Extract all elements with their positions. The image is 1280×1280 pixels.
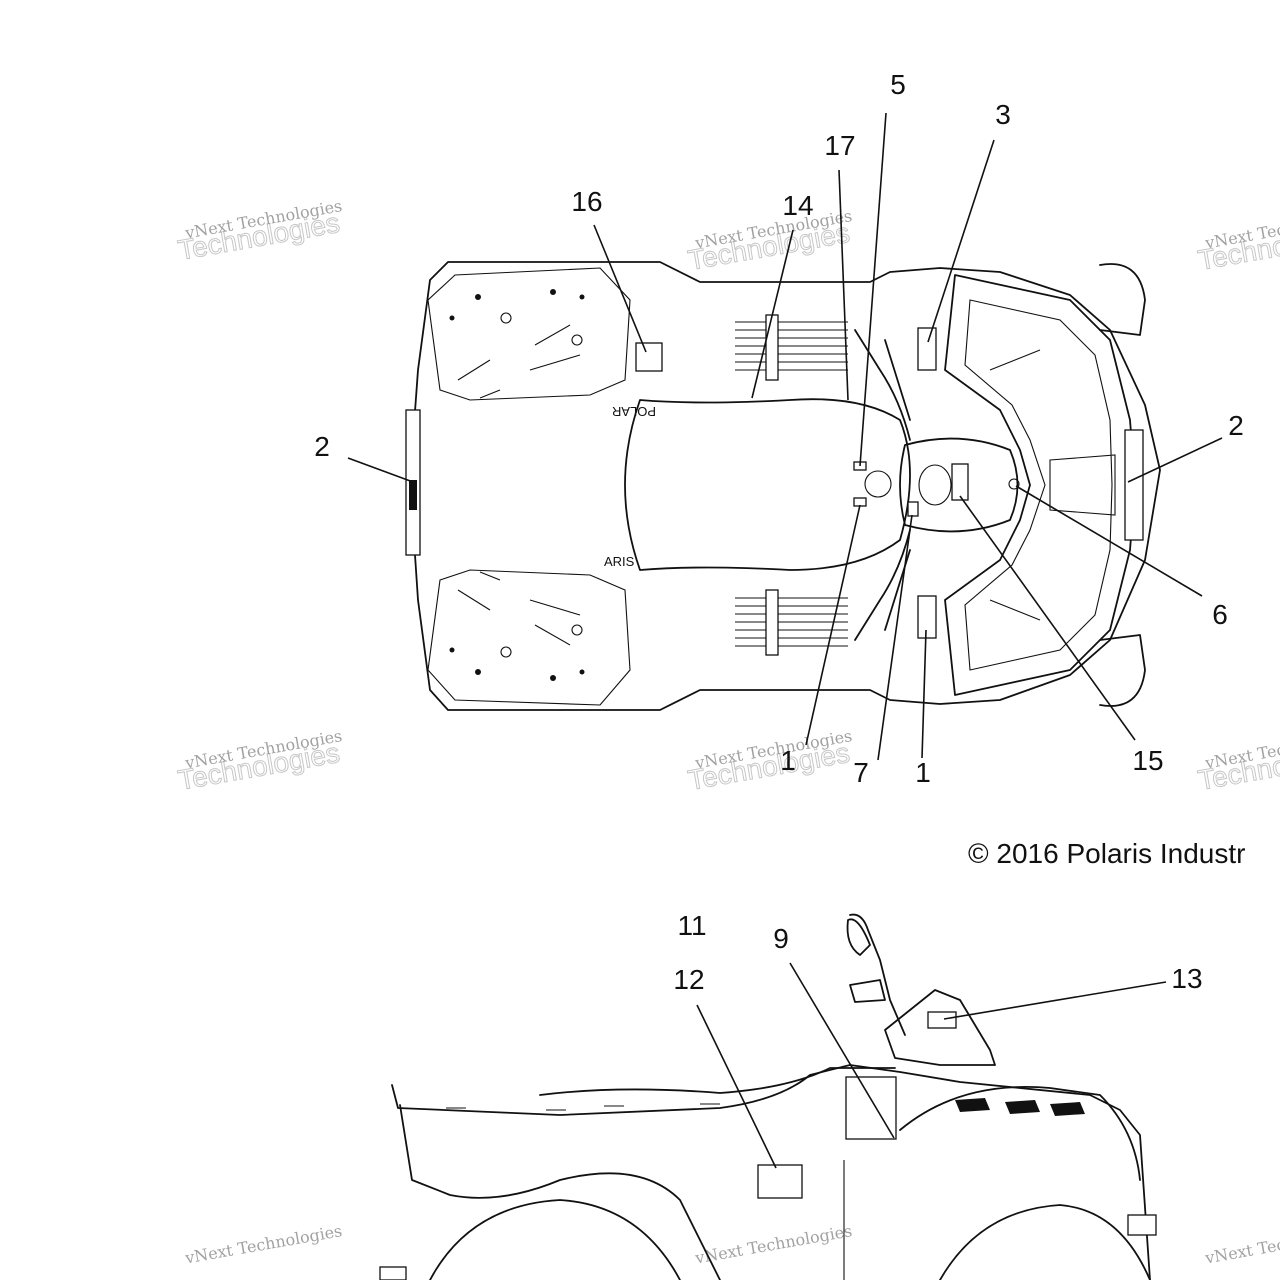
rack-tabs [446, 1103, 720, 1111]
watermark-text: vNext Technologies [693, 1221, 854, 1267]
callout-1-b: 1 [915, 757, 931, 788]
decal-6 [1008, 478, 1020, 490]
decal-1b [917, 595, 937, 639]
seat [624, 398, 911, 571]
front-rack-inner [964, 299, 1116, 671]
callout-17: 17 [824, 130, 855, 161]
callout-16: 16 [571, 186, 602, 217]
front-rack-slot [955, 1098, 990, 1112]
rear-reflector-center [409, 480, 417, 510]
tire-front-bottom [1099, 634, 1146, 707]
headlight-pod [884, 989, 996, 1066]
side-body-lower [399, 1104, 721, 1280]
atv-top-view: POLAR ARIS [405, 261, 1161, 711]
decal-16 [635, 342, 663, 372]
brand-text-top: POLAR [612, 404, 656, 419]
leader-lines [347, 112, 1223, 1169]
callout-13: 13 [1171, 963, 1202, 994]
watermark-text: vNext Technologies [1203, 1221, 1280, 1267]
footwell-bottom [735, 589, 848, 656]
front-rack-slot [1050, 1102, 1085, 1116]
decal-12 [757, 1164, 803, 1199]
rack-slots [457, 324, 581, 646]
side-light [1127, 1214, 1157, 1236]
callout-7: 7 [853, 757, 869, 788]
brake-lever [849, 979, 886, 1003]
decal-15 [951, 463, 969, 501]
side-rear-rack [391, 1064, 1151, 1280]
front-rack [944, 274, 1136, 696]
mirror [849, 913, 906, 1036]
rear-wheel-arc [429, 1199, 681, 1280]
callout-9: 9 [773, 923, 789, 954]
front-wheel-arc [939, 1204, 1151, 1280]
callout-3: 3 [995, 99, 1011, 130]
side-front-fender [899, 1086, 1141, 1181]
callout-11: 11 [677, 910, 706, 941]
decal-lower-left [379, 1266, 407, 1280]
speedometer [918, 464, 952, 506]
handlebar-top [854, 329, 911, 441]
rear-fender-outline [409, 261, 1161, 711]
callout-15: 15 [1132, 745, 1163, 776]
front-bumper [1124, 429, 1144, 541]
front-rack-slot [1005, 1100, 1040, 1114]
callout-2-left: 2 [314, 431, 330, 462]
decal-3 [917, 327, 937, 371]
handlebar-pod [899, 437, 1019, 533]
decal-1a [853, 497, 867, 507]
rear-rack [427, 267, 631, 706]
fuel-cap [864, 470, 892, 498]
footwell-top [735, 314, 848, 381]
callout-1-a: 1 [780, 745, 796, 776]
callout-5: 5 [890, 69, 906, 100]
callout-14: 14 [782, 190, 813, 221]
decal-7 [907, 501, 919, 517]
callout-6: 6 [1212, 599, 1228, 630]
callout-labels: 5 3 17 16 14 2 2 6 15 1 7 1 11 12 9 13 [314, 69, 1244, 995]
watermark-text: vNext Technologies [183, 1221, 344, 1267]
rivets [449, 289, 585, 681]
mirror-glass [846, 918, 871, 956]
atv-side-view [379, 913, 1157, 1280]
callout-12: 12 [673, 964, 704, 995]
decal-13 [927, 1011, 957, 1029]
side-seat [539, 1067, 896, 1096]
brand-text-bottom: ARIS [604, 554, 635, 569]
callout-2-right: 2 [1228, 410, 1244, 441]
tire-front-top [1099, 263, 1146, 336]
copyright-notice: © 2016 Polaris Industr [968, 838, 1246, 869]
